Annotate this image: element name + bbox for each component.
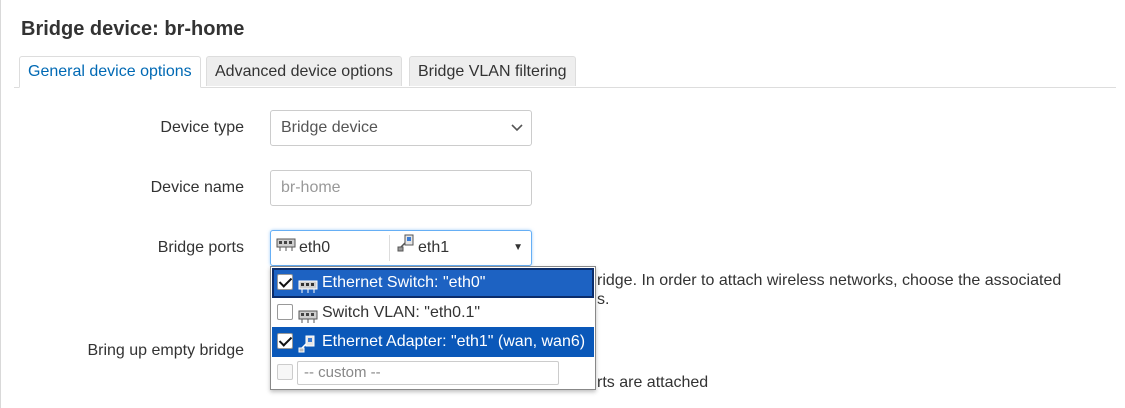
device-name-label: Device name: [150, 179, 244, 196]
tab-advanced-device-options[interactable]: Advanced device options: [206, 56, 402, 86]
option-checkbox[interactable]: [277, 304, 293, 320]
dropdown-caret-icon: ▼: [513, 242, 523, 253]
bridge-ports-description-cont: s.: [597, 291, 610, 308]
device-type-value: Bridge device: [281, 119, 378, 136]
ethernet-icon: [298, 334, 316, 364]
bridge-ports-label: Bridge ports: [157, 239, 244, 256]
port-separator: [389, 235, 390, 261]
bring-up-empty-bridge-label: Bring up empty bridge: [87, 342, 244, 359]
tab-general-device-options[interactable]: General device options: [19, 56, 201, 88]
custom-port-input[interactable]: -- custom --: [297, 361, 559, 385]
tab-bridge-vlan-filtering[interactable]: Bridge VLAN filtering: [409, 56, 576, 86]
port-chip-eth1: eth1: [397, 231, 449, 265]
bring-up-empty-bridge-description: rts are attached: [597, 374, 709, 391]
device-type-label: Device type: [160, 119, 244, 136]
option-checkbox[interactable]: [277, 274, 293, 290]
chevron-down-icon: [511, 111, 523, 157]
bridge-ports-description: ridge. In order to attach wireless netwo…: [597, 272, 1062, 289]
dropdown-option-eth0[interactable]: Ethernet Switch: "eth0": [272, 268, 594, 298]
tab-bar: General device options Advanced device o…: [14, 56, 1116, 88]
bridge-ports-select[interactable]: eth0 eth1 ▼: [270, 230, 532, 266]
dropdown-option-eth0-1[interactable]: Switch VLAN: "eth0.1": [272, 298, 594, 328]
switch-icon: [298, 275, 318, 305]
dropdown-option-eth1[interactable]: Ethernet Adapter: "eth1" (wan, wan6): [272, 327, 594, 357]
ethernet-icon: [397, 231, 415, 265]
dropdown-option-custom: -- custom --: [272, 358, 594, 388]
bridge-ports-dropdown: Ethernet Switch: "eth0" Switch VLAN: "et…: [270, 266, 596, 390]
switch-icon: [276, 231, 296, 265]
option-checkbox: [277, 364, 293, 380]
switch-icon: [298, 305, 318, 335]
dialog-title: Bridge device: br-home: [21, 18, 245, 40]
option-checkbox[interactable]: [277, 333, 293, 349]
port-chip-eth0: eth0: [276, 231, 330, 265]
device-type-select[interactable]: Bridge device: [270, 110, 532, 146]
device-name-field[interactable]: br-home: [270, 170, 532, 206]
